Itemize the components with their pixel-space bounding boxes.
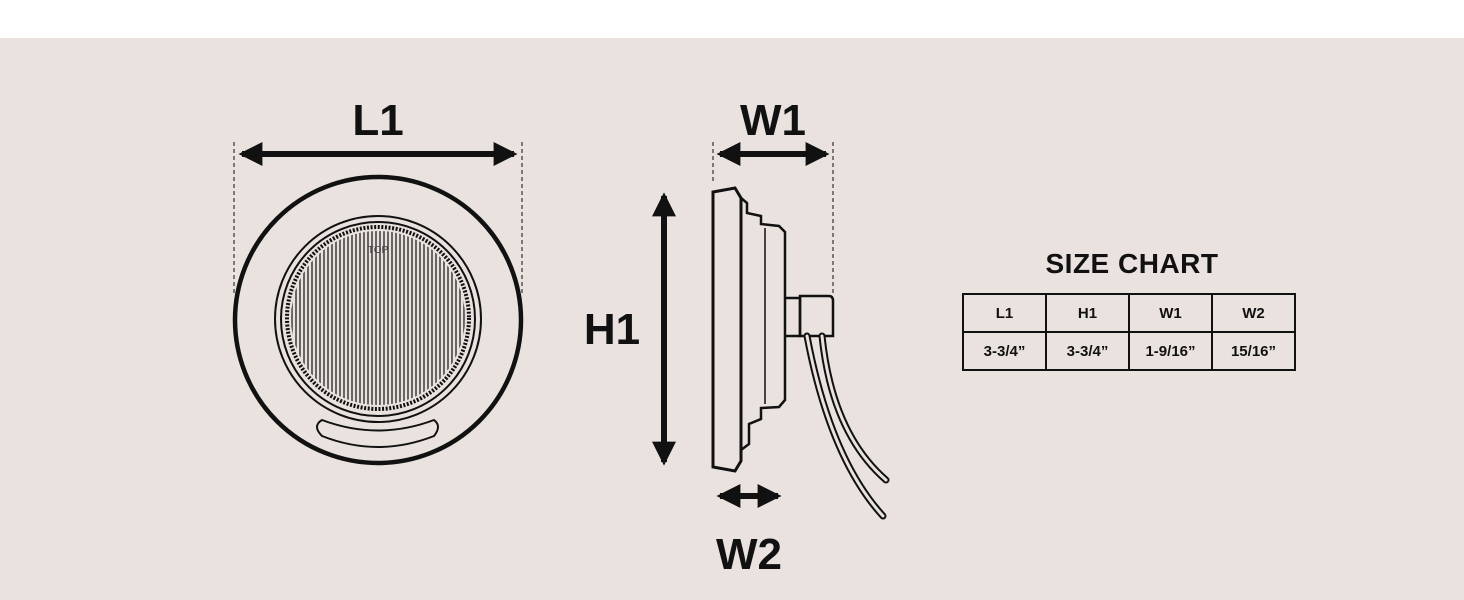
size-chart-header-cell: W1	[1128, 293, 1213, 333]
cable-collar	[785, 296, 802, 338]
size-chart-header-cell: W2	[1211, 293, 1296, 333]
w1-label: W1	[740, 96, 806, 145]
size-chart-value-cell: 3-3/4”	[1045, 331, 1130, 371]
front-view: L1 TOP	[232, 96, 524, 466]
size-chart-value-row: 3-3/4” 3-3/4” 1-9/16” 15/16”	[962, 331, 1296, 371]
cable-wire-2	[818, 332, 890, 484]
size-chart-header-cell: L1	[962, 293, 1047, 333]
side-flange	[711, 186, 743, 473]
side-body	[740, 197, 787, 451]
status-light-slot	[316, 418, 439, 448]
dimension-diagram: L1 TOP H1 W1 W2	[232, 96, 890, 579]
lens-knurled-edge	[285, 225, 471, 411]
w2-label: W2	[716, 530, 782, 579]
outer-bezel	[232, 174, 524, 466]
size-chart-title: SIZE CHART	[1045, 248, 1219, 279]
diagram-panel: L1 TOP H1 W1 W2	[0, 38, 1464, 600]
size-chart-header-row: L1 H1 W1 W2	[962, 293, 1296, 333]
l1-label: L1	[352, 96, 403, 145]
h1-label: H1	[584, 305, 640, 354]
side-view: H1 W1 W2	[584, 96, 890, 579]
top-marker: TOP	[368, 245, 389, 256]
size-chart-value-cell: 15/16”	[1211, 331, 1296, 371]
size-chart-header-cell: H1	[1045, 293, 1130, 333]
size-chart-value-cell: 1-9/16”	[1128, 331, 1213, 371]
cable-connector	[798, 294, 835, 338]
size-chart-value-cell: 3-3/4”	[962, 331, 1047, 371]
inner-ring-inner	[280, 221, 476, 417]
inner-ring-outer	[274, 215, 482, 423]
size-chart-table: L1 H1 W1 W2 3-3/4” 3-3/4” 1-9/16” 15/16”	[962, 293, 1296, 371]
